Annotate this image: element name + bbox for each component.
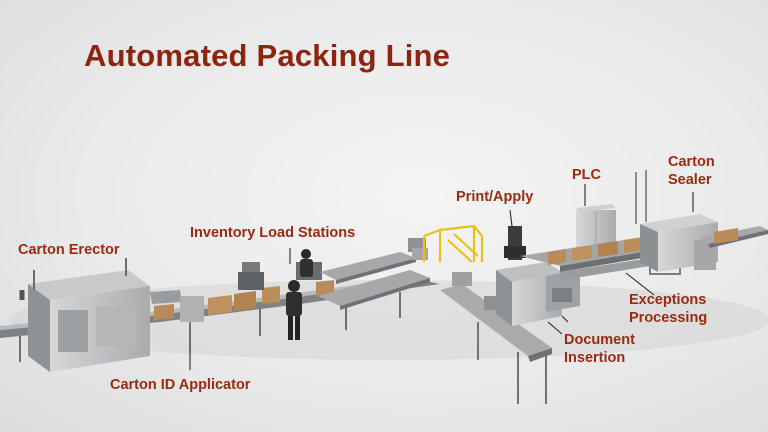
outbound-conveyor <box>440 284 552 404</box>
mezzanine-railing <box>422 224 484 263</box>
roller-conveyor-lower <box>318 270 430 330</box>
cartons-right-belt <box>548 237 644 265</box>
cartons-main-belt <box>154 280 334 320</box>
worker-back <box>300 249 313 277</box>
document-insertion-machine <box>496 262 580 326</box>
exit-conveyor <box>700 226 768 248</box>
label-carton-sealer: Carton Sealer <box>668 153 715 189</box>
page-title: Automated Packing Line <box>84 38 451 73</box>
worker-front <box>286 280 302 340</box>
print-apply-machine <box>504 226 526 260</box>
label-inventory-load-stations: Inventory Load Stations <box>190 225 356 241</box>
label-exceptions-processing: Exceptions Processing <box>629 291 707 327</box>
roller-conveyor-upper <box>320 252 416 284</box>
label-exceptions-line1: Exceptions <box>629 292 707 308</box>
carton-id-applicator-unit <box>180 296 204 355</box>
label-document-insertion: Document Insertion <box>564 331 635 367</box>
carton-sealer-machine <box>635 170 718 272</box>
callout-lines <box>189 184 694 370</box>
label-document-line2: Insertion <box>564 350 626 366</box>
bins-center <box>452 272 502 310</box>
label-carton-sealer-line2: Sealer <box>668 172 712 188</box>
label-document-line1: Document <box>564 332 635 348</box>
label-plc: PLC <box>572 167 601 183</box>
label-carton-erector: Carton Erector <box>18 242 120 258</box>
label-exceptions-line2: Processing <box>629 310 708 326</box>
label-print-apply: Print/Apply <box>456 189 534 205</box>
label-carton-id-applicator: Carton ID Applicator <box>110 377 251 393</box>
label-carton-sealer-line1: Carton <box>668 154 715 170</box>
carton-erector-machine <box>19 258 182 372</box>
